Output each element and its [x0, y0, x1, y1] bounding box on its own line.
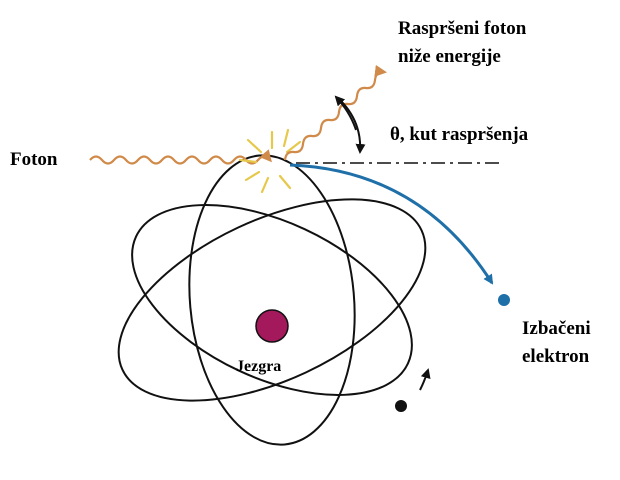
- incoming-photon-wave: [89, 149, 272, 165]
- label-scattered-photon-1: Raspršeni foton: [398, 18, 527, 39]
- orbit-1: [117, 198, 427, 402]
- scattered-photon-wave: [283, 64, 387, 161]
- label-scattered-photon-2: niže energije: [398, 46, 501, 67]
- bound-electron: [395, 400, 407, 412]
- label-incoming-photon: Foton: [10, 149, 58, 170]
- label-nucleus: Jezgra: [236, 358, 281, 375]
- ejected-electron: [498, 294, 510, 306]
- label-ejected-electron-1: Izbačeni: [522, 318, 591, 339]
- orbit-2: [131, 204, 413, 396]
- label-ejected-electron-2: elektron: [522, 346, 590, 367]
- collision-burst: [238, 128, 302, 194]
- scattering-angle-arc: [339, 99, 366, 154]
- scattering-angle-arc-back: [334, 95, 357, 131]
- ejected-electron-path: [289, 163, 494, 285]
- orbit-direction-arrow: [419, 368, 431, 391]
- nucleus: [255, 309, 289, 343]
- label-scattering-angle: θ, kut raspršenja: [390, 124, 529, 145]
- atom-orbits: [117, 154, 427, 446]
- orbit-3: [188, 154, 356, 446]
